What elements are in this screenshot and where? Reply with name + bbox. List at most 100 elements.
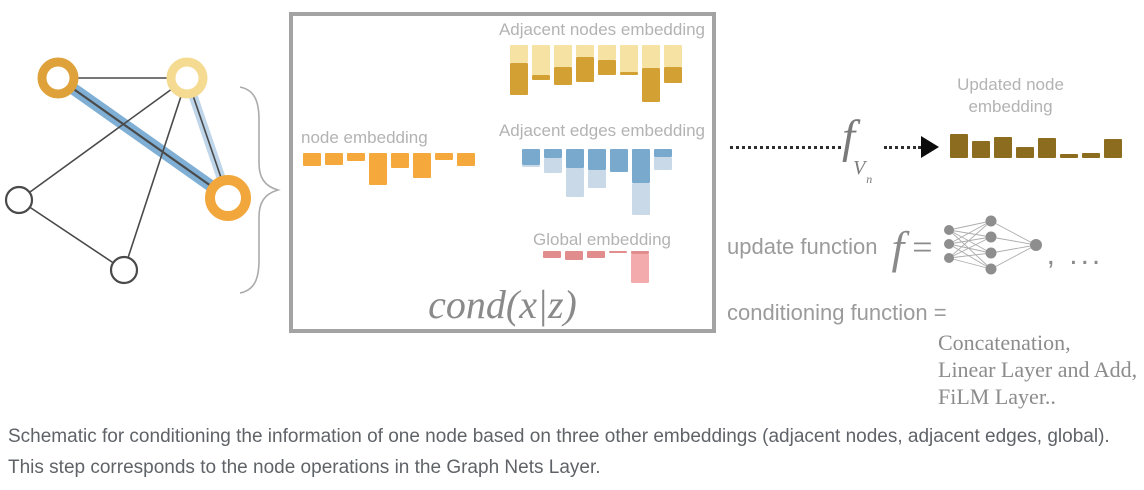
bar-segment	[1104, 139, 1122, 158]
adjacent-nodes-chart	[510, 45, 682, 102]
bar	[620, 45, 638, 75]
f-symbol: f	[891, 221, 905, 273]
bar-segment	[598, 60, 616, 75]
bar	[543, 251, 561, 258]
bar-segment	[631, 254, 649, 283]
update-function-label: update function	[727, 234, 878, 259]
bar-segment	[631, 251, 649, 254]
bar	[369, 153, 387, 185]
bar-segment	[598, 45, 616, 60]
bar-segment	[554, 45, 572, 67]
graph-node	[109, 255, 139, 285]
bar-segment	[510, 45, 528, 63]
bar-segment	[654, 149, 672, 157]
bar-segment	[642, 45, 660, 68]
bar-segment	[588, 170, 606, 188]
adjacent-edges-chart	[522, 149, 672, 215]
bar	[435, 153, 453, 160]
f-subscript-v: V	[853, 157, 866, 179]
bar	[972, 122, 990, 158]
graph-edge	[18, 199, 125, 271]
bar	[303, 153, 321, 166]
bar-segment	[994, 137, 1012, 158]
adjacent-edges-label: Adjacent edges embedding	[498, 121, 706, 140]
bar-segment	[369, 153, 387, 185]
ellipsis-text: , ...	[1046, 238, 1104, 271]
bar-segment	[664, 45, 682, 67]
bar-segment	[565, 251, 583, 260]
bar-segment	[632, 149, 650, 183]
bar-segment	[1082, 153, 1100, 158]
graph-edge	[18, 77, 188, 201]
conditioning-options: Concatenation, Linear Layer and Add, FiL…	[938, 329, 1137, 410]
updated-embedding-chart	[950, 122, 1122, 158]
curly-brace	[239, 86, 281, 294]
bar	[1016, 122, 1034, 158]
bar	[587, 251, 605, 258]
bar-segment	[576, 45, 594, 57]
bar-segment	[576, 57, 594, 82]
bar-segment	[654, 157, 672, 170]
bar-segment	[543, 251, 561, 258]
node-embedding-chart	[303, 153, 475, 185]
bar	[1104, 122, 1122, 158]
bar-segment	[566, 168, 584, 197]
bar	[565, 251, 583, 260]
bar-segment	[566, 149, 584, 168]
bar	[609, 251, 627, 253]
graph-node	[205, 175, 251, 221]
graph-node	[37, 57, 79, 99]
update-function-symbol: fVn	[842, 110, 873, 186]
bar-segment	[642, 68, 660, 102]
graph-node	[166, 57, 208, 99]
dotted-arrow-line	[884, 146, 921, 149]
bar	[1038, 122, 1056, 158]
update-function-row: update function f = , ...	[727, 212, 1103, 282]
bar	[566, 149, 584, 197]
graph-illustration	[4, 57, 281, 294]
bar	[610, 149, 628, 172]
bar-segment	[522, 165, 540, 167]
bar-segment	[522, 149, 540, 165]
conditioning-option: Linear Layer and Add,	[938, 357, 1138, 382]
bar-segment	[1016, 147, 1034, 158]
bar-segment	[609, 251, 627, 253]
bar-segment	[610, 149, 628, 172]
graph-node	[4, 185, 34, 215]
global-embedding-label: Global embedding	[533, 230, 671, 249]
bar	[325, 153, 343, 165]
dotted-arrow-line	[730, 146, 841, 149]
f-subscript-n: n	[866, 172, 873, 186]
bar-segment	[544, 149, 562, 158]
bar	[532, 45, 550, 80]
bar-segment	[587, 251, 605, 258]
bar-segment	[620, 72, 638, 75]
graph-edge	[57, 77, 229, 199]
bar-segment	[532, 45, 550, 75]
bar	[347, 153, 365, 161]
bar-segment	[950, 134, 968, 158]
bar-segment	[413, 153, 431, 178]
adjacent-nodes-label: Adjacent nodes embedding	[498, 20, 706, 39]
bar	[544, 149, 562, 173]
bar-segment	[457, 153, 475, 166]
bar-segment	[588, 149, 606, 170]
bar	[642, 45, 660, 102]
bar-segment	[303, 153, 321, 166]
bar	[588, 149, 606, 188]
bar	[413, 153, 431, 178]
updated-embedding-label: Updated node embedding	[957, 75, 1064, 117]
bar	[522, 149, 540, 167]
bar-segment	[347, 153, 365, 161]
bar	[632, 149, 650, 215]
arrow-right-icon	[921, 136, 939, 158]
bar	[391, 153, 409, 168]
bar	[1082, 122, 1100, 158]
bar-segment	[972, 141, 990, 158]
node-embedding-label: node embedding	[301, 128, 428, 147]
bar-segment	[632, 183, 650, 215]
bar	[554, 45, 572, 85]
figure-caption: Schematic for conditioning the informati…	[8, 426, 1110, 479]
bar	[950, 122, 968, 158]
